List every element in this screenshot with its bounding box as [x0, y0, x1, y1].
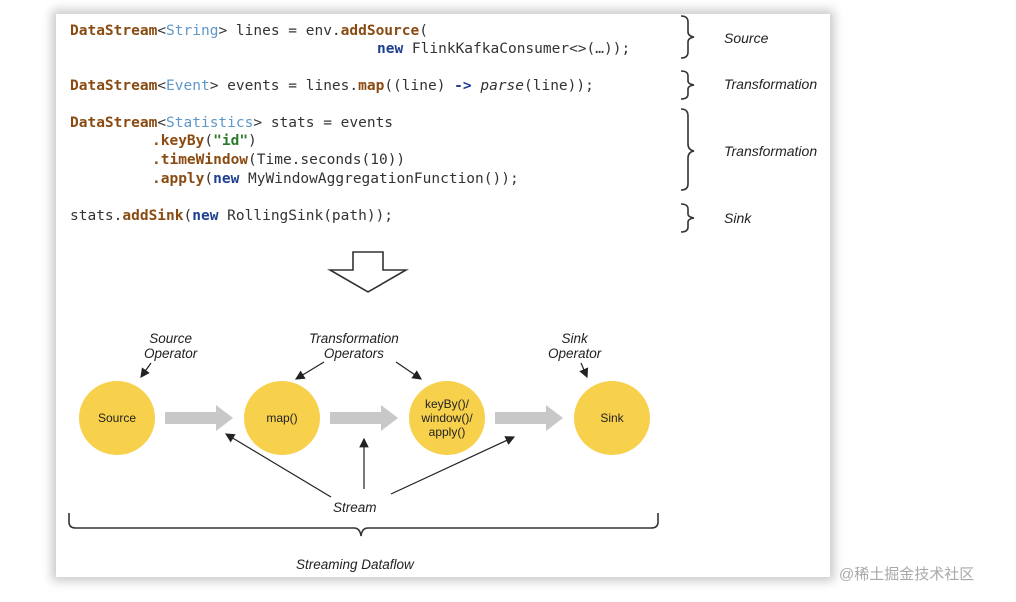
source-operator-pointer	[140, 362, 152, 378]
code-line-5: .keyBy("id")	[152, 133, 257, 149]
brace-source	[680, 15, 695, 59]
code-line-3: DataStream<Event> events = lines.map((li…	[70, 78, 594, 94]
stream-pointer-left	[224, 433, 332, 498]
side-label-transformation-2: Transformation	[724, 143, 818, 159]
sink-operator-pointer	[579, 362, 589, 379]
stream-label: Stream	[333, 500, 377, 515]
keyby-window-apply-node: keyBy()/window()/apply()	[409, 381, 485, 455]
source-node: Source	[79, 381, 155, 455]
side-label-transformation-1: Transformation	[724, 76, 818, 92]
streaming-dataflow-label: Streaming Dataflow	[296, 557, 414, 572]
transformation-pointer-right	[395, 361, 422, 380]
brace-sink	[680, 203, 695, 233]
stream-pointer-right	[390, 436, 516, 495]
code-line-7: .apply(new MyWindowAggregationFunction()…	[152, 171, 519, 187]
down-arrow-icon	[327, 251, 409, 293]
code-line-4: DataStream<Statistics> stats = events	[70, 115, 394, 131]
code-line-2: new FlinkKafkaConsumer<>(…));	[377, 41, 631, 57]
flow-arrows	[165, 405, 563, 431]
flow-arrow-2	[330, 405, 398, 431]
code-line-6: .timeWindow(Time.seconds(10))	[152, 152, 406, 168]
side-label-source: Source	[724, 30, 769, 46]
flow-arrow-1	[165, 405, 233, 431]
figure-card: DataStream<String> lines = env.addSource…	[56, 14, 830, 577]
brace-transformation-1	[680, 70, 695, 100]
side-label-sink: Sink	[724, 210, 752, 226]
code-line-1: DataStream<String> lines = env.addSource…	[70, 23, 428, 39]
map-node: map()	[244, 381, 320, 455]
transformation-pointer-left	[294, 361, 325, 380]
brace-transformation-2	[680, 108, 695, 191]
code-braces	[680, 15, 695, 233]
flow-arrow-3	[495, 405, 563, 431]
sink-node: Sink	[574, 381, 650, 455]
dataflow-brace	[68, 513, 659, 537]
diagram-lines	[68, 15, 695, 537]
watermark: @稀土掘金技术社区	[839, 566, 975, 583]
code-line-8: stats.addSink(new RollingSink(path));	[70, 208, 394, 224]
